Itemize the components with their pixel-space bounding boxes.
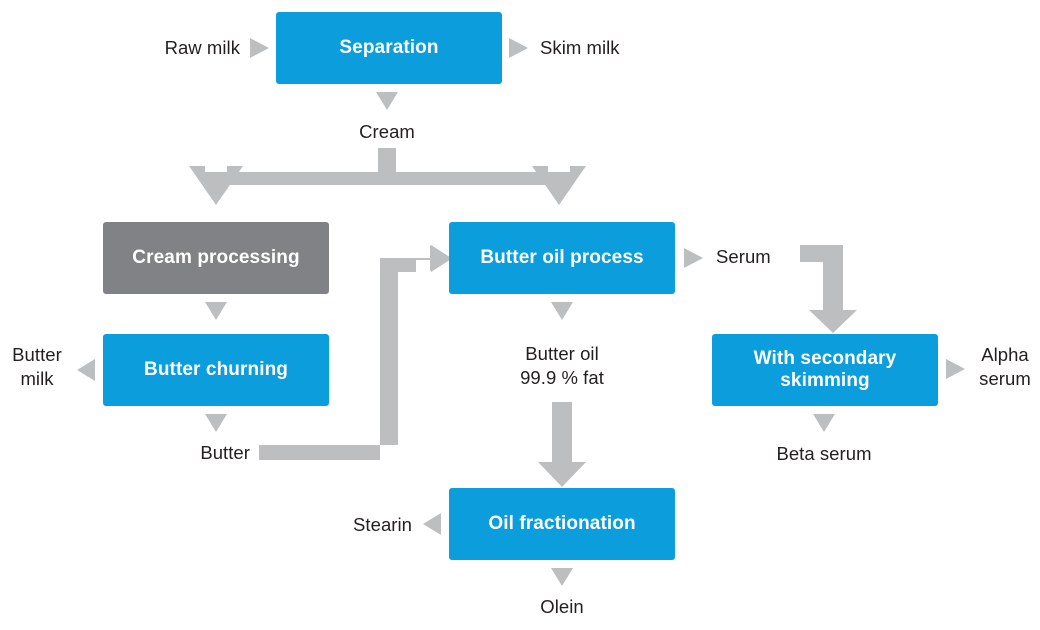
label-stearin: Stearin [353, 514, 412, 535]
label-butter: Butter [200, 442, 250, 463]
label-raw-milk: Raw milk [164, 37, 240, 58]
label-olein: Olein [540, 596, 584, 617]
node-oil-fractionation[interactable]: Oil fractionation [449, 488, 675, 560]
label-alpha-serum: Alpha serum [979, 344, 1031, 389]
arrow-butter-churning-to-butter-milk [77, 359, 95, 381]
arrow-butter-churning-to-butter [205, 414, 227, 432]
arrow-secondary-skimming-to-beta-serum [813, 414, 835, 432]
label-beta-serum: Beta serum [776, 443, 872, 464]
node-cream-processing[interactable]: Cream processing [103, 222, 329, 294]
node-with-secondary-skimming-label: With secondary skimming [753, 347, 897, 391]
arrow-separation-to-skim-milk [509, 38, 528, 58]
node-with-secondary-skimming[interactable]: With secondary skimming [712, 334, 938, 406]
node-oil-fractionation-label: Oil fractionation [488, 512, 636, 534]
arrow-butter-oil-process-to-butter-oil [551, 302, 573, 320]
node-separation[interactable]: Separation [276, 12, 502, 84]
arrow-cream-processing-to-butter-churning [205, 302, 227, 320]
arrow-cream-fork [189, 148, 586, 205]
node-butter-oil-process[interactable]: Butter oil process [449, 222, 675, 294]
node-butter-oil-process-label: Butter oil process [480, 246, 644, 268]
node-separation-label: Separation [339, 36, 439, 58]
node-butter-churning[interactable]: Butter churning [103, 334, 329, 406]
arrow-oil-fractionation-to-stearin [423, 513, 441, 535]
label-butter-milk: Butter milk [12, 344, 62, 389]
label-serum: Serum [716, 246, 771, 267]
node-butter-churning-label: Butter churning [144, 358, 288, 380]
label-cream: Cream [359, 121, 415, 142]
arrow-secondary-skimming-to-alpha-serum [946, 359, 965, 379]
arrow-separation-to-cream [376, 92, 398, 110]
arrow-butter-oil-process-to-serum [684, 248, 703, 268]
arrow-butter-oil-to-oil-fractionation [538, 402, 586, 487]
arrow-raw-milk-to-separation [250, 38, 269, 58]
arrow-oil-fractionation-to-olein [551, 568, 573, 586]
node-cream-processing-label: Cream processing [132, 246, 300, 268]
label-butter-oil: Butter oil 99.9 % fat [520, 343, 604, 388]
label-skim-milk: Skim milk [540, 37, 620, 58]
